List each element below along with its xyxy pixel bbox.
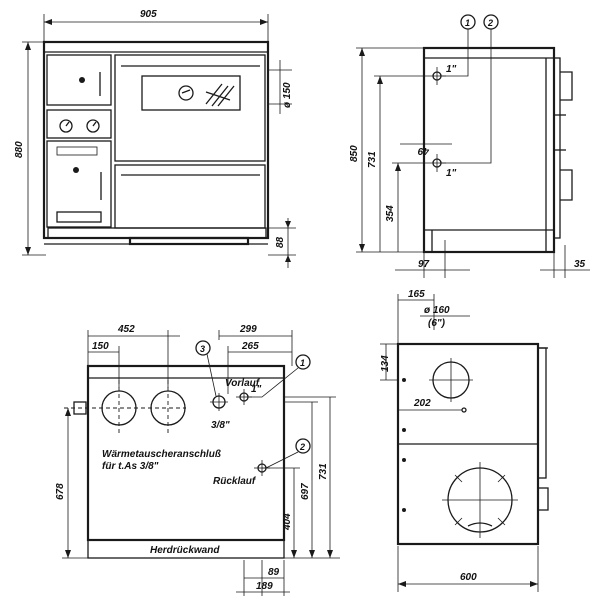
marker-3 <box>195 340 211 356</box>
svg-text:850: 850 <box>349 145 360 162</box>
rear-wall-label: Herdrückwand <box>150 545 220 556</box>
svg-text:697: 697 <box>300 483 311 500</box>
svg-text:2: 2 <box>487 18 493 28</box>
svg-text:1": 1" <box>251 384 262 395</box>
svg-text:3: 3 <box>200 344 205 354</box>
svg-text:134: 134 <box>380 355 391 372</box>
svg-text:354: 354 <box>385 205 396 222</box>
svg-text:202: 202 <box>413 398 431 409</box>
svg-text:89: 89 <box>268 567 280 578</box>
door-knob-icon <box>79 77 85 83</box>
svg-text:189: 189 <box>256 581 273 592</box>
svg-text:1": 1" <box>446 64 457 75</box>
side-view: 1" 1" 1 2 850 731 354 49 97 35 <box>349 14 590 278</box>
front-top-left-door <box>46 54 112 106</box>
svg-text:1: 1 <box>465 18 470 28</box>
svg-text:2: 2 <box>299 442 305 452</box>
svg-text:731: 731 <box>367 151 378 168</box>
svg-text:35: 35 <box>574 259 586 270</box>
door-knob-icon <box>73 167 79 173</box>
dim-905-label: 905 <box>140 9 157 20</box>
dial-icon <box>86 119 100 133</box>
svg-text:265: 265 <box>241 341 259 352</box>
svg-text:731: 731 <box>318 463 329 480</box>
rear-view: Herdrückwand 3/8" Vorlauf 1" Rücklauf Wä… <box>55 324 340 596</box>
dial-icon <box>59 119 73 133</box>
side-stove-body <box>422 46 556 254</box>
plinth <box>128 236 250 246</box>
svg-text:600: 600 <box>460 572 477 583</box>
svg-text:49: 49 <box>417 145 430 156</box>
ruecklauf-label: Rücklauf <box>213 476 257 487</box>
logo-decoration <box>205 83 235 107</box>
svg-text:150: 150 <box>92 341 109 352</box>
svg-text:(6"): (6") <box>428 318 446 329</box>
svg-text:165: 165 <box>408 289 425 300</box>
dim-880-label: 880 <box>14 141 25 158</box>
oven-window <box>141 75 241 111</box>
control-panel <box>46 109 112 139</box>
thermometer-icon <box>178 85 194 101</box>
dim-88-label: 88 <box>275 236 286 248</box>
svg-text:1: 1 <box>300 358 305 368</box>
oven-door <box>114 54 266 162</box>
svg-text:3/8": 3/8" <box>211 420 230 431</box>
svg-text:ø 160: ø 160 <box>424 305 450 316</box>
rear-wall-strip <box>87 539 285 559</box>
svg-text:1": 1" <box>446 168 457 179</box>
front-stove-body <box>42 40 270 240</box>
heat-exchanger-spec: für t.As 3/8" <box>102 461 159 472</box>
side-handle <box>560 169 573 201</box>
svg-text:97: 97 <box>418 259 430 270</box>
flue-diameter-label: ø 150 <box>282 82 293 108</box>
marker-1 <box>295 354 311 370</box>
svg-text:452: 452 <box>117 324 135 335</box>
svg-text:299: 299 <box>239 324 257 335</box>
marker-2 <box>295 438 311 454</box>
side-handle <box>560 71 573 101</box>
svg-text:678: 678 <box>55 483 66 500</box>
firebox-door <box>46 140 112 228</box>
heat-exchanger-label: Wärmetauscheranschluß <box>102 449 221 460</box>
vorlauf-label: Vorlauf <box>225 378 261 389</box>
ash-drawer <box>56 211 102 223</box>
top-view: 165 ø 160 (6") 134 202 600 <box>380 289 549 592</box>
front-view: 905 880 <box>14 9 296 268</box>
svg-text:404: 404 <box>282 513 293 531</box>
